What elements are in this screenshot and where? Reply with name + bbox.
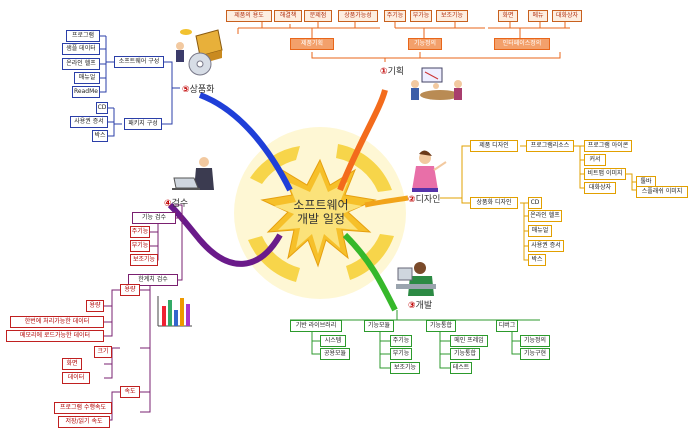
product-online-help[interactable]: 온라인 헬프 <box>62 58 100 70</box>
product-software-config[interactable]: 소프트웨어 구성 <box>114 56 164 68</box>
design-online-help[interactable]: 온라인 헬프 <box>528 210 562 222</box>
center-topic-line2: 개발 일정 <box>297 212 345 226</box>
dev-integration[interactable]: 기능통합 <box>450 348 480 360</box>
branch-design-number: ② <box>408 195 416 205</box>
test-speed-io[interactable]: 저장/읽기 속도 <box>58 416 110 428</box>
branch-planning-label: 기획 <box>387 67 405 77</box>
planning-item-problem[interactable]: 문제점 <box>304 10 332 22</box>
design-manual[interactable]: 매뉴얼 <box>528 225 552 237</box>
dev-main-func[interactable]: 주기능 <box>390 335 412 347</box>
product-sample-data[interactable]: 샘플 데이터 <box>62 43 100 55</box>
dev-system[interactable]: 시스템 <box>320 335 346 347</box>
branch-dev[interactable]: ③개발 <box>408 298 432 311</box>
test-function-check[interactable]: 기능 검수 <box>132 212 176 224</box>
test-capacity-memory[interactable]: 메모리에 로드가능한 데이터 <box>6 330 104 342</box>
product-manual[interactable]: 매뉴얼 <box>74 72 100 84</box>
test-size-screen[interactable]: 화면 <box>62 358 82 370</box>
dev-common-module[interactable]: 공용모듈 <box>320 348 350 360</box>
planning-item-main-func[interactable]: 주기능 <box>384 10 406 22</box>
design-product-design[interactable]: 제품 디자인 <box>470 140 518 152</box>
design-cursor[interactable]: 커서 <box>584 154 606 166</box>
test-size[interactable]: 크기 <box>94 346 112 358</box>
design-cd[interactable]: CD <box>528 197 542 209</box>
planning-item-sub-func[interactable]: 부가능 <box>410 10 432 22</box>
branch-product[interactable]: ⑤상품화 <box>182 82 214 95</box>
product-license[interactable]: 사용권 증서 <box>70 116 108 128</box>
test-capacity-sub[interactable]: 용량 <box>86 300 104 312</box>
planning-function-definition[interactable]: 기능정의 <box>408 38 442 50</box>
branch-test-number: ④ <box>164 199 172 209</box>
test-main-func[interactable]: 주기능 <box>130 226 150 238</box>
branch-dev-number: ③ <box>408 301 416 311</box>
dev-sub-func[interactable]: 부기능 <box>390 348 412 360</box>
product-program[interactable]: 프로그램 <box>66 30 100 42</box>
design-package-design[interactable]: 상품화 디자인 <box>470 197 518 209</box>
branch-planning-number: ① <box>380 67 388 77</box>
design-license[interactable]: 사용권 증서 <box>528 240 564 252</box>
dev-aux-func[interactable]: 보조기능 <box>390 362 420 374</box>
branch-dev-label: 개발 <box>415 301 433 311</box>
test-size-data[interactable]: 데이터 <box>62 372 90 384</box>
product-readme[interactable]: ReadMe <box>72 86 100 98</box>
planning-item-purpose[interactable]: 제품의 용도 <box>226 10 272 22</box>
design-dialog[interactable]: 대화상자 <box>584 182 616 194</box>
design-program-icon[interactable]: 프로그램 아이콘 <box>584 140 632 152</box>
test-sub-func[interactable]: 부기능 <box>130 240 150 252</box>
branch-design-label: 디자인 <box>415 195 441 205</box>
dev-func-implement[interactable]: 기능구현 <box>520 348 550 360</box>
branch-design[interactable]: ②디자인 <box>408 192 440 205</box>
dev-debug[interactable]: 디버그 <box>496 320 518 332</box>
dev-function-integration[interactable]: 기능통합 <box>426 320 456 332</box>
planning-item-menu[interactable]: 메뉴 <box>528 10 548 22</box>
test-aux-func[interactable]: 보조기능 <box>130 254 158 266</box>
branch-test[interactable]: ④검수 <box>164 196 188 209</box>
branch-test-label: 검수 <box>171 199 189 209</box>
branch-product-label: 상품화 <box>189 85 215 95</box>
design-splash-image[interactable]: 스플래쉬 이미지 <box>636 186 688 198</box>
product-package-config[interactable]: 패키지 구성 <box>124 118 162 130</box>
planning-interface-definition[interactable]: 인터페이스정의 <box>494 38 550 50</box>
dev-function-module[interactable]: 기능모듈 <box>364 320 394 332</box>
planning-item-solution-box[interactable]: 해결책 <box>274 10 302 22</box>
design-box[interactable]: 박스 <box>528 254 546 266</box>
test-capacity-once[interactable]: 한번에 처리가능한 데이터 <box>10 316 104 328</box>
meeting-people-icon <box>411 67 462 100</box>
dev-func-define[interactable]: 기능정의 <box>520 335 550 347</box>
test-speed[interactable]: 속도 <box>120 386 140 398</box>
dev-test[interactable]: 테스트 <box>450 362 472 374</box>
product-box[interactable]: 박스 <box>92 130 108 142</box>
test-capacity[interactable]: 용량 <box>120 284 140 296</box>
dev-main-frame[interactable]: 메인 프레임 <box>450 335 488 347</box>
test-limit-check[interactable]: 한계치 검수 <box>128 274 178 286</box>
branch-product-number: ⑤ <box>182 85 190 95</box>
branch-planning[interactable]: ①기획 <box>380 64 404 77</box>
planning-item-aux-func[interactable]: 보조기능 <box>436 10 468 22</box>
planning-product-planning[interactable]: 제품기획 <box>290 38 334 50</box>
product-cd[interactable]: CD <box>96 102 108 114</box>
developer-computer-icon <box>396 262 436 296</box>
inspector-laptop-icon <box>172 157 214 190</box>
design-bitmap-image[interactable]: 비트맵 이미지 <box>584 168 626 180</box>
bar-chart-icon <box>157 296 192 327</box>
dev-base-library[interactable]: 기반 라이브러리 <box>290 320 342 332</box>
designer-presenting-icon <box>412 150 447 192</box>
planning-item-market[interactable]: 상품가능성 <box>338 10 378 22</box>
center-topic-line1: 소프트웨어 <box>293 198 349 212</box>
test-speed-run[interactable]: 프로그램 수행속도 <box>54 402 112 414</box>
planning-item-screen[interactable]: 화면 <box>498 10 518 22</box>
product-box-cd-icon <box>176 29 223 76</box>
center-topic[interactable]: 소프트웨어 개발 일정 <box>276 198 366 226</box>
planning-item-dialog[interactable]: 대화상자 <box>552 10 582 22</box>
design-program-resource[interactable]: 프로그램리소스 <box>526 140 574 152</box>
